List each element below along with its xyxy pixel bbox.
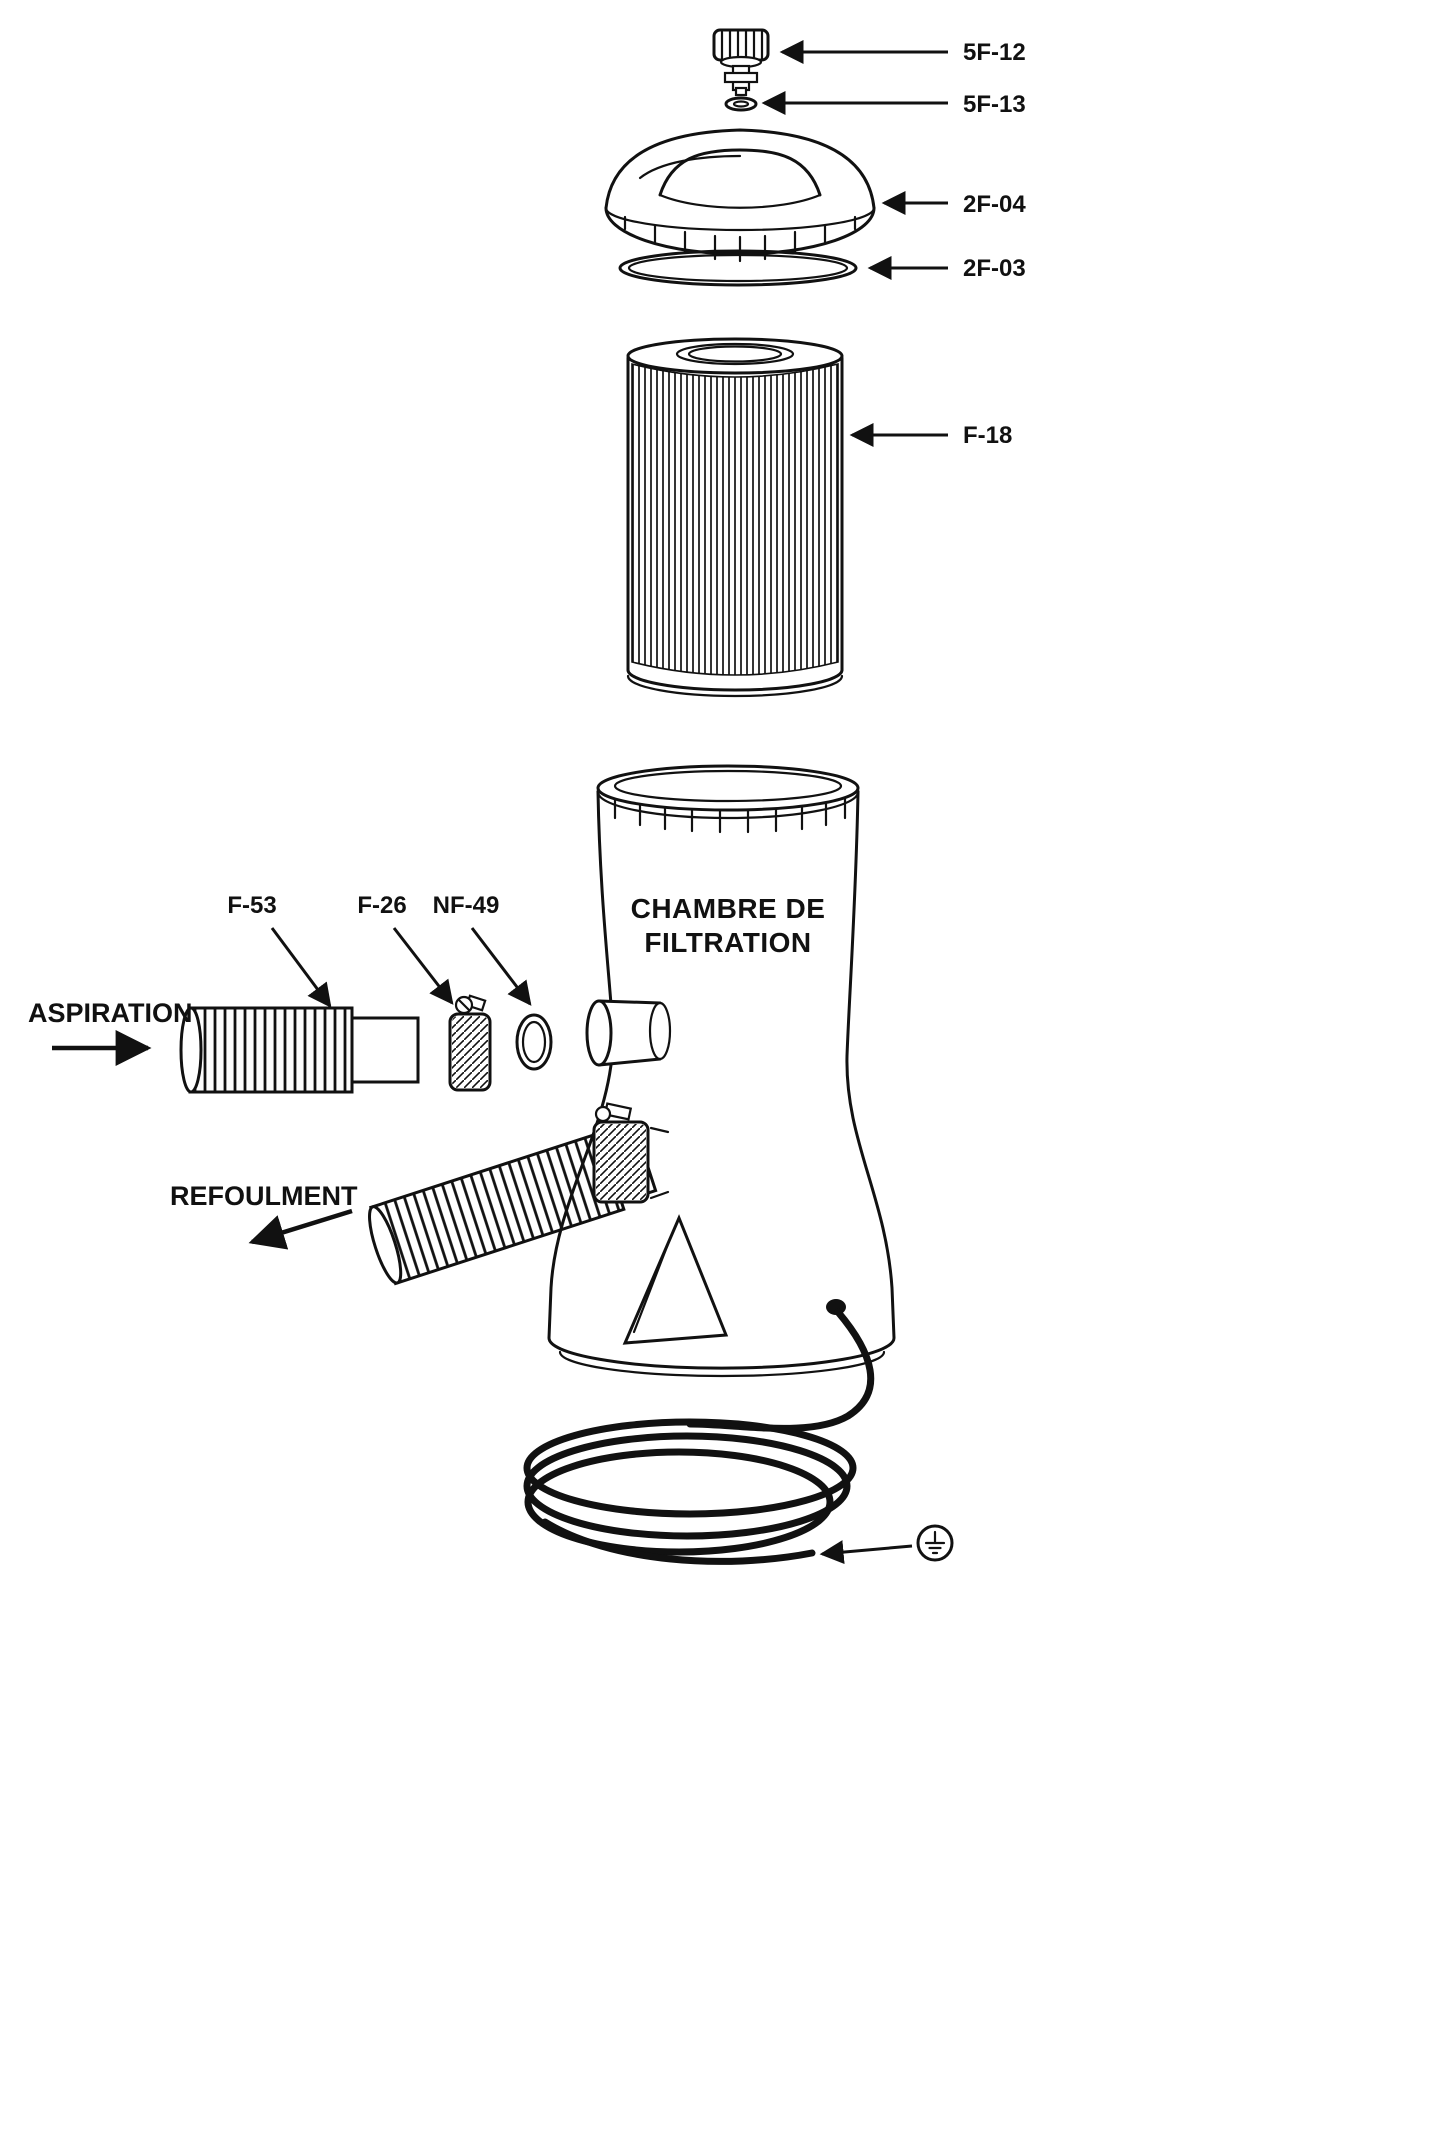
flow-labels: ASPIRATION REFOULMENT (28, 998, 358, 1250)
lid-oring (618, 249, 858, 287)
part-labels: 5F-12 5F-13 2F-04 2F-03 F-18 F-53 F-26 N… (227, 39, 1026, 919)
arrow-stub-oring (470, 927, 532, 1006)
arrow-hose-clamp (392, 927, 454, 1005)
label-stub-oring: NF-49 (433, 892, 500, 919)
label-suction-hose: F-53 (227, 892, 276, 919)
label-lid-oring: 2F-03 (963, 255, 1026, 282)
tank-base-wedge (622, 1214, 729, 1345)
label-refoulment: REFOULMENT (170, 1181, 358, 1211)
air-valve-cap (712, 28, 770, 97)
suction-hose (179, 1006, 420, 1094)
callout-arrows (270, 40, 948, 1008)
tank-label-line2: FILTRATION (644, 927, 811, 958)
filter-cartridge (626, 337, 844, 698)
label-valve-cap: 5F-12 (963, 39, 1026, 66)
inlet-stub (585, 999, 672, 1067)
arrow-suction-hose (270, 927, 332, 1008)
valve-seal (724, 96, 758, 112)
label-lid: 2F-04 (963, 191, 1026, 218)
label-hose-clamp: F-26 (357, 892, 406, 919)
refoulment-arrow (248, 1208, 353, 1250)
mounted-hose-clamp (592, 1102, 670, 1204)
tank-label-line1: CHAMBRE DE (631, 893, 826, 924)
label-valve-seal: 5F-13 (963, 91, 1026, 118)
filtration-tank: CHAMBRE DE FILTRATION (547, 764, 896, 1378)
label-aspiration: ASPIRATION (28, 998, 193, 1028)
stub-oring (515, 1013, 553, 1071)
label-cartridge: F-18 (963, 422, 1012, 449)
filter-lid (604, 128, 876, 263)
ground-arrow (819, 1540, 913, 1565)
ground-symbol (819, 1524, 954, 1565)
hose-clamp (448, 994, 492, 1092)
power-cord (523, 1299, 875, 1565)
